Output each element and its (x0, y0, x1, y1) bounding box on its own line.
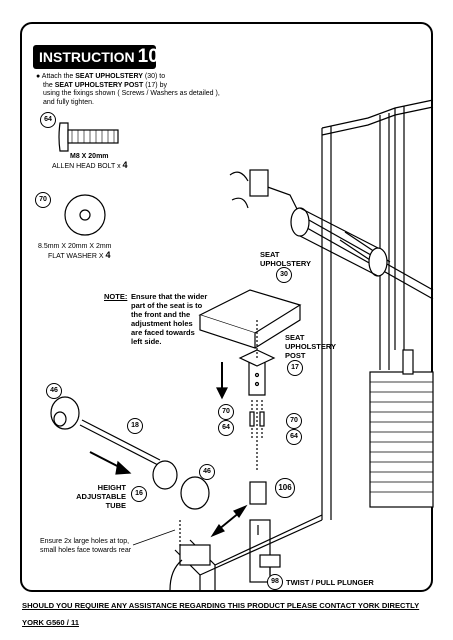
washer-name-text: FLAT WASHER X (48, 253, 106, 260)
label-post-line-2: UPHOLSTERY (285, 342, 336, 351)
step-text: ● Attach the SEAT UPHOLSTERY (30) to the… (36, 73, 220, 107)
callout-plunger: 98 (267, 574, 283, 590)
bullet-icon: ● (36, 73, 41, 80)
step-line1-pre: Attach the (41, 73, 76, 80)
bolt-name-text: ALLEN HEAD BOLT x (52, 163, 123, 170)
heading-word: INSTRUCTION (39, 49, 135, 65)
callout-washer: 70 (35, 192, 51, 208)
seat-upholstery-icon (198, 289, 302, 349)
arm-pad-icon (290, 207, 388, 277)
note-line-4: adjustment holes (131, 319, 193, 328)
callout-bolt-left: 64 (218, 420, 234, 436)
washer-qty: 4 (105, 250, 111, 260)
frame-icon (229, 99, 434, 520)
callout-seat: 30 (276, 267, 292, 283)
down-arrow-head-icon (216, 387, 228, 400)
label-height-tube: HEIGHT ADJUSTABLE TUBE (76, 483, 126, 510)
note-line-3: the front and the (131, 310, 191, 319)
callout-post: 17 (287, 360, 303, 376)
callout-bolt-right: 64 (286, 429, 302, 445)
holes-note-line-1: Ensure 2x large holes at top, (40, 538, 130, 545)
callout-pad-left: 46 (46, 383, 62, 399)
label-seat-upholstery: SEAT UPHOLSTERY (260, 250, 311, 268)
label-post-line-3: POST (285, 351, 306, 360)
label-post-line-1: SEAT (285, 333, 305, 342)
note-line-2: part of the seat is to (131, 301, 203, 310)
washer-name: FLAT WASHER X 4 (48, 251, 110, 261)
leg-rod-icon (50, 396, 210, 510)
callout-tube: 16 (131, 486, 147, 502)
note-text: Ensure that the wider part of the seat i… (131, 292, 207, 346)
base-frame-icon (169, 514, 323, 592)
holes-note-line-2: small holes face towards rear (40, 546, 132, 554)
step-line1-part: SEAT UPHOLSTERY (75, 73, 143, 80)
step-line4: and fully tighten. (43, 98, 94, 106)
allen-bolt-icon (58, 122, 119, 152)
callout-washer-right: 70 (286, 413, 302, 429)
label-seat-line-1: SEAT (260, 250, 280, 259)
step-line3: using the fixings shown ( Screws / Washe… (43, 90, 220, 97)
step-line2-part: SEAT UPHOLSTERY POST (54, 81, 144, 89)
bolt-name: ALLEN HEAD BOLT x 4 (52, 161, 128, 171)
footer-contact: SHOULD YOU REQUIRE ANY ASSISTANCE REGARD… (22, 601, 420, 610)
weight-stack-icon (369, 349, 434, 508)
note-line-6: left side. (131, 337, 162, 346)
label-seat-post: SEAT UPHOLSTERY POST (285, 333, 336, 360)
plunger-icon (259, 554, 281, 575)
label-seat-line-2: UPHOLSTERY (260, 259, 311, 268)
flat-washer-icon (64, 194, 106, 236)
step-line1-ref: (30) to (142, 73, 166, 80)
bolt-size: M8 X 20mm (70, 153, 109, 160)
seat-post-icon (238, 320, 276, 470)
leader-line (132, 529, 176, 546)
note-label: NOTE: (104, 292, 128, 301)
note-line-1: Ensure that the wider (131, 292, 208, 301)
footer-page: YORK G560 / 11 (22, 618, 79, 627)
callout-washer-left: 70 (218, 404, 234, 420)
bolt-qty: 4 (122, 160, 128, 170)
step-line2-ref: (17) by (143, 81, 167, 89)
label-tube-line-2: ADJUSTABLE (76, 492, 126, 501)
holes-note: Ensure 2x large holes at top, small hole… (40, 538, 131, 555)
callout-rod: 18 (127, 418, 143, 434)
callout-bolt: 64 (40, 112, 56, 128)
step-line2-pre: the (43, 81, 55, 89)
fixing-bolts-icon (249, 400, 265, 440)
heading-number: 10 (137, 46, 159, 67)
double-arrow-icon (217, 511, 241, 531)
callout-pad-right: 46 (199, 464, 215, 480)
washer-size: 8.5mm X 20mm X 2mm (38, 243, 112, 250)
label-tube-line-1: HEIGHT (97, 483, 126, 492)
callout-knob: 106 (275, 478, 295, 498)
note-line-5: are faced towards (131, 328, 195, 337)
label-twist-plunger: TWIST / PULL PLUNGER (286, 578, 374, 587)
label-tube-line-3: TUBE (105, 501, 126, 510)
page-border (20, 22, 433, 592)
